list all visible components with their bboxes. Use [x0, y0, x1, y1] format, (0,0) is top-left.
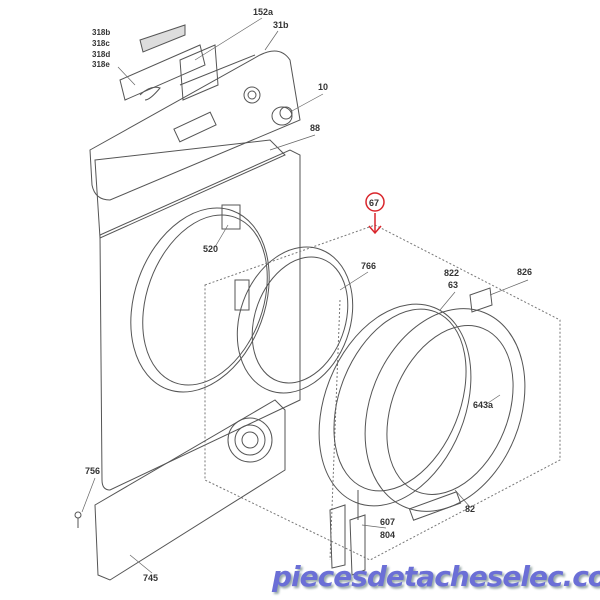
watermark: piecesdetacheselec.com — [272, 560, 600, 593]
screw-756 — [74, 511, 82, 528]
leader-lines — [81, 17, 529, 574]
label-607: 607 — [380, 517, 396, 527]
label-67: 67 — [369, 198, 380, 208]
highlight-67 — [365, 192, 385, 235]
label-643a: 643a — [473, 400, 494, 410]
control-board-318 — [119, 24, 219, 101]
label-10: 10 — [318, 82, 329, 92]
door-82 — [318, 303, 526, 521]
label-756: 756 — [85, 466, 101, 476]
kick-panel-745 — [94, 399, 286, 581]
label-318b: 318b — [92, 28, 111, 37]
label-88: 88 — [310, 123, 321, 133]
label-318e: 318e — [92, 60, 110, 69]
assembly-outline — [204, 224, 561, 561]
label-766: 766 — [361, 261, 377, 271]
label-82: 82 — [465, 504, 476, 514]
label-31b: 31b — [273, 20, 289, 30]
latch-826 — [469, 287, 493, 313]
label-745: 745 — [143, 573, 159, 583]
label-826: 826 — [517, 267, 533, 277]
knob-10 — [271, 106, 293, 126]
hinge-607-804 — [329, 490, 366, 576]
label-520: 520 — [203, 244, 219, 254]
label-822: 822 — [444, 268, 460, 278]
control-panel-31b — [89, 50, 301, 201]
door-ring-766 — [234, 246, 354, 394]
label-318d: 318d — [92, 50, 111, 59]
label-63: 63 — [448, 280, 459, 290]
label-318c: 318c — [92, 39, 110, 48]
front-panel — [94, 139, 301, 491]
label-804: 804 — [380, 530, 396, 540]
label-152a: 152a — [253, 7, 274, 17]
